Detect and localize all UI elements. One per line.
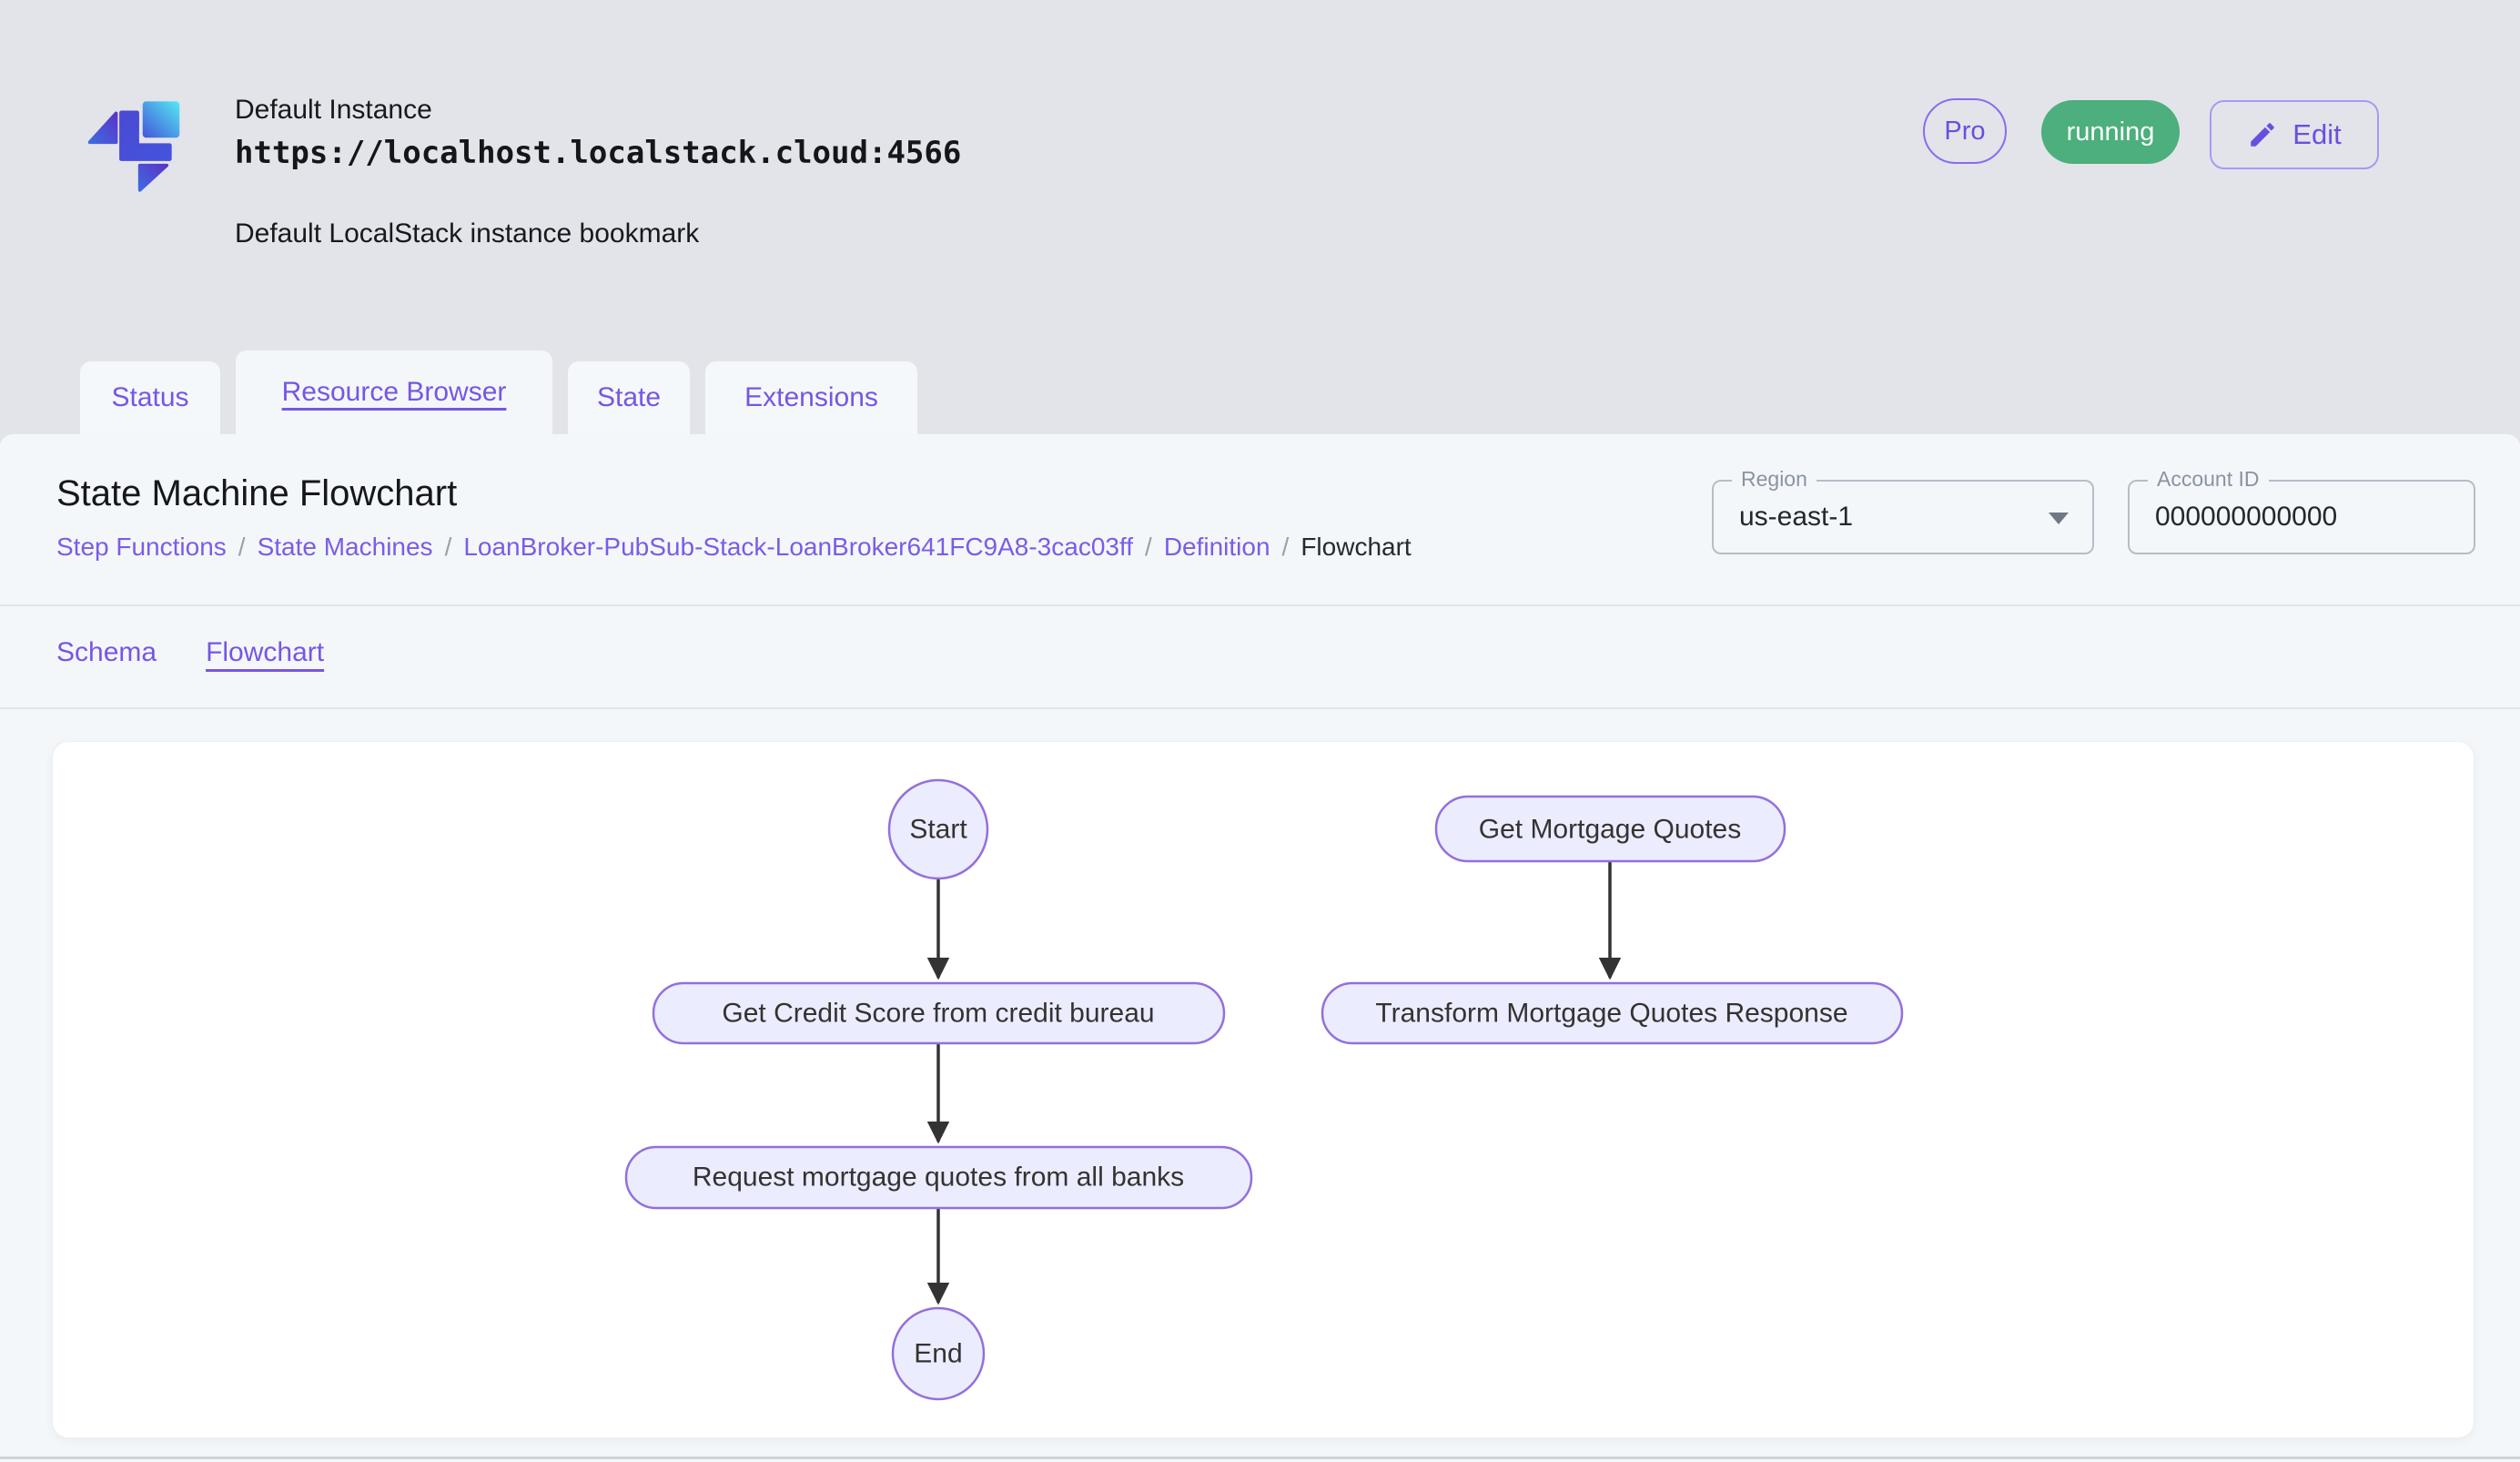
pro-badge: Pro (1923, 98, 2007, 164)
svg-text:Request mortgage quotes from a: Request mortgage quotes from all banks (693, 1162, 1184, 1193)
definition-subtabs: Schema Flowchart (56, 637, 324, 668)
flowchart-canvas: Start Get Credit Score from credit burea… (52, 741, 2474, 1438)
edit-button[interactable]: Edit (2210, 100, 2379, 169)
breadcrumb: Step Functions / State Machines / LoanBr… (56, 533, 1412, 562)
node-get-credit-score: Get Credit Score from credit bureau (652, 981, 1226, 1045)
breadcrumb-step-functions[interactable]: Step Functions (56, 533, 227, 561)
region-select-label: Region (1732, 467, 1817, 492)
subtab-flowchart[interactable]: Flowchart (206, 637, 325, 667)
svg-text:Transform Mortgage Quotes Resp: Transform Mortgage Quotes Response (1375, 999, 1847, 1029)
node-transform-response: Transform Mortgage Quotes Response (1321, 981, 1904, 1045)
region-select-value: us-east-1 (1739, 502, 1854, 532)
account-id-field[interactable]: Account ID 000000000000 (2128, 467, 2475, 554)
tab-status[interactable]: Status (80, 361, 220, 434)
breadcrumb-separator: / (238, 533, 246, 561)
tab-state[interactable]: State (568, 361, 690, 434)
instance-subtitle: Default LocalStack instance bookmark (235, 218, 700, 249)
region-select[interactable]: Region us-east-1 (1712, 467, 2094, 554)
chevron-down-icon (2049, 513, 2069, 524)
svg-text:End: End (914, 1339, 962, 1369)
localstack-logo (87, 101, 180, 192)
account-id-label: Account ID (2148, 467, 2269, 492)
edit-button-label: Edit (2292, 118, 2342, 150)
breadcrumb-definition[interactable]: Definition (1163, 533, 1270, 561)
tab-resource-browser[interactable]: Resource Browser (236, 350, 552, 434)
instance-title: Default Instance (235, 95, 432, 125)
main-tabs: Status Resource Browser State Extensions (80, 350, 917, 434)
svg-text:Start: Start (909, 815, 967, 845)
divider (0, 1457, 2520, 1459)
breadcrumb-separator: / (444, 533, 452, 561)
tab-extensions[interactable]: Extensions (705, 361, 917, 434)
page-title: State Machine Flowchart (56, 473, 458, 513)
breadcrumb-current: Flowchart (1300, 533, 1412, 561)
node-request-quotes: Request mortgage quotes from all banks (624, 1145, 1253, 1210)
svg-text:Get Mortgage Quotes: Get Mortgage Quotes (1479, 815, 1742, 845)
divider (0, 604, 2520, 606)
account-id-value: 000000000000 (2155, 502, 2338, 532)
subtab-schema[interactable]: Schema (56, 637, 157, 667)
instance-url: https://localhost.localstack.cloud:4566 (235, 135, 962, 171)
pencil-icon (2251, 123, 2275, 147)
status-badge: running (2041, 100, 2180, 164)
svg-text:Get Credit Score from credit b: Get Credit Score from credit bureau (722, 999, 1154, 1029)
state-machine-flowchart: Start Get Credit Score from credit burea… (624, 778, 1904, 1401)
node-start: Start (887, 778, 989, 880)
breadcrumb-separator: / (1281, 533, 1290, 561)
breadcrumb-state-machine-name[interactable]: LoanBroker-PubSub-Stack-LoanBroker641FC9… (463, 533, 1134, 561)
node-end: End (891, 1306, 986, 1401)
breadcrumb-state-machines[interactable]: State Machines (257, 533, 433, 561)
breadcrumb-separator: / (1145, 533, 1152, 561)
divider (0, 707, 2520, 709)
node-get-mortgage-quotes: Get Mortgage Quotes (1434, 795, 1786, 863)
